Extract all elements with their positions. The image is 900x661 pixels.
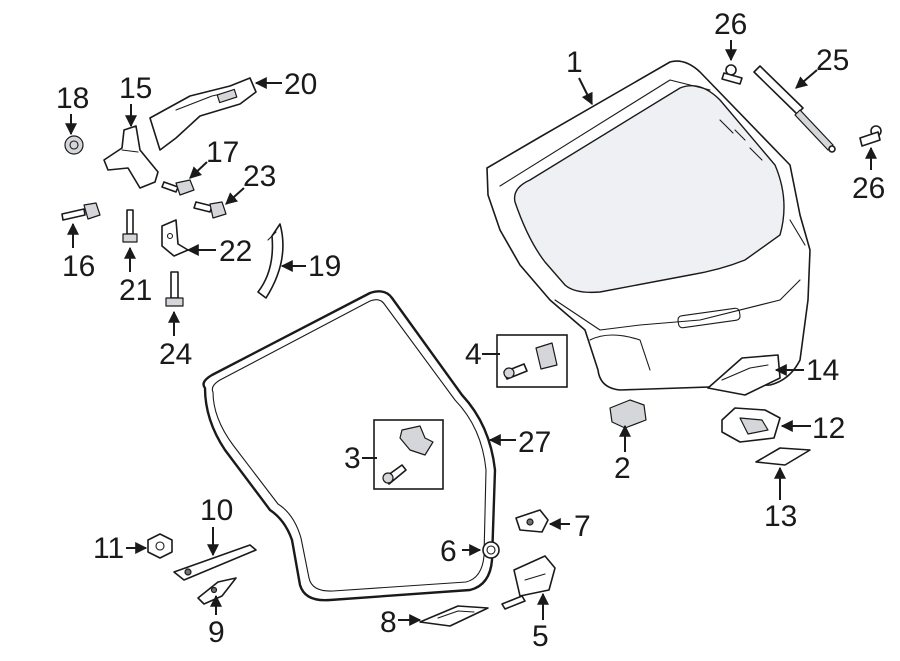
callout-14: 14: [774, 354, 839, 387]
label-part[interactable]: [755, 447, 811, 466]
callout-24: 24: [159, 310, 192, 371]
svg-text:8: 8: [380, 606, 397, 639]
callout-3: 3: [344, 442, 377, 475]
callout-18: 18: [56, 82, 89, 136]
svg-text:1: 1: [566, 46, 583, 79]
grommet-part-18[interactable]: [64, 135, 84, 155]
svg-text:24: 24: [159, 338, 192, 371]
svg-text:27: 27: [518, 426, 551, 459]
svg-text:4: 4: [465, 338, 482, 371]
svg-text:14: 14: [806, 354, 839, 387]
ball-stud-part-upper[interactable]: [721, 64, 743, 85]
svg-text:17: 17: [206, 136, 239, 169]
molding-part-10[interactable]: [173, 544, 257, 581]
liftgate-part[interactable]: [486, 60, 811, 391]
svg-text:26: 26: [714, 8, 747, 41]
callout-11: 11: [93, 532, 148, 565]
svg-text:20: 20: [284, 68, 317, 101]
svg-text:21: 21: [119, 274, 152, 307]
nut-part-6[interactable]: [482, 541, 500, 559]
stud-part-24[interactable]: [165, 271, 184, 307]
callout-7: 7: [548, 510, 591, 543]
ball-stud-part-lower[interactable]: [859, 125, 882, 147]
bolt-part-17[interactable]: [161, 179, 195, 196]
svg-text:18: 18: [56, 82, 89, 115]
callout-12: 12: [780, 412, 845, 445]
callout-26-upper: 26: [714, 8, 747, 62]
callout-10: 10: [200, 494, 233, 557]
svg-text:10: 10: [200, 494, 233, 527]
svg-text:2: 2: [614, 452, 631, 485]
svg-text:25: 25: [816, 44, 849, 77]
callout-16: 16: [62, 222, 95, 283]
clip-part-7[interactable]: [515, 509, 549, 533]
callout-25: 25: [795, 44, 849, 89]
trim-part-19[interactable]: [257, 223, 284, 299]
callout-6: 6: [440, 535, 482, 568]
svg-text:5: 5: [532, 620, 549, 653]
callout-15: 15: [119, 72, 152, 128]
callout-21: 21: [119, 246, 152, 307]
hinge-bracket-part[interactable]: [149, 77, 257, 151]
svg-text:23: 23: [243, 160, 276, 193]
svg-text:26: 26: [852, 172, 885, 205]
svg-text:3: 3: [344, 442, 361, 475]
bolt-part-16[interactable]: [61, 202, 101, 221]
bumper-part[interactable]: [609, 399, 647, 429]
callout-2: 2: [614, 424, 631, 485]
callout-9: 9: [208, 594, 225, 649]
callout-1: 1: [566, 46, 593, 106]
callout-20: 20: [254, 68, 317, 101]
callout-8: 8: [380, 606, 422, 639]
bolt-part-23[interactable]: [193, 201, 227, 219]
svg-text:19: 19: [308, 250, 341, 283]
callout-17: 17: [189, 136, 239, 179]
stud-part-21[interactable]: [122, 209, 138, 243]
callout-13: 13: [764, 466, 797, 533]
svg-text:15: 15: [119, 72, 152, 105]
callout-19: 19: [280, 250, 341, 283]
svg-text:11: 11: [93, 532, 124, 565]
callout-27: 27: [488, 426, 551, 459]
latch-part[interactable]: [721, 407, 781, 443]
callout-22: 22: [186, 235, 252, 268]
bumper-bolt-kit-part-2[interactable]: [373, 419, 444, 490]
svg-text:7: 7: [574, 510, 591, 543]
weatherstrip-part[interactable]: [202, 290, 497, 602]
lock-actuator-part[interactable]: [501, 555, 556, 610]
svg-text:12: 12: [812, 412, 845, 445]
emblem-part[interactable]: [419, 605, 489, 627]
svg-text:6: 6: [440, 535, 457, 568]
callout-23: 23: [225, 160, 276, 205]
callout-4: 4: [465, 338, 500, 371]
bumper-bolt-kit-part[interactable]: [496, 334, 568, 388]
svg-text:13: 13: [764, 500, 797, 533]
svg-text:9: 9: [208, 616, 225, 649]
svg-text:22: 22: [219, 235, 252, 268]
svg-text:16: 16: [62, 250, 95, 283]
callout-5: 5: [532, 592, 549, 653]
callout-26-lower: 26: [852, 146, 885, 205]
support-strut-part[interactable]: [753, 65, 836, 153]
nut-part-11[interactable]: [147, 533, 173, 559]
clip-part-9[interactable]: [197, 577, 237, 605]
hinge-part[interactable]: [103, 125, 159, 189]
bracket-part-22[interactable]: [161, 219, 189, 257]
